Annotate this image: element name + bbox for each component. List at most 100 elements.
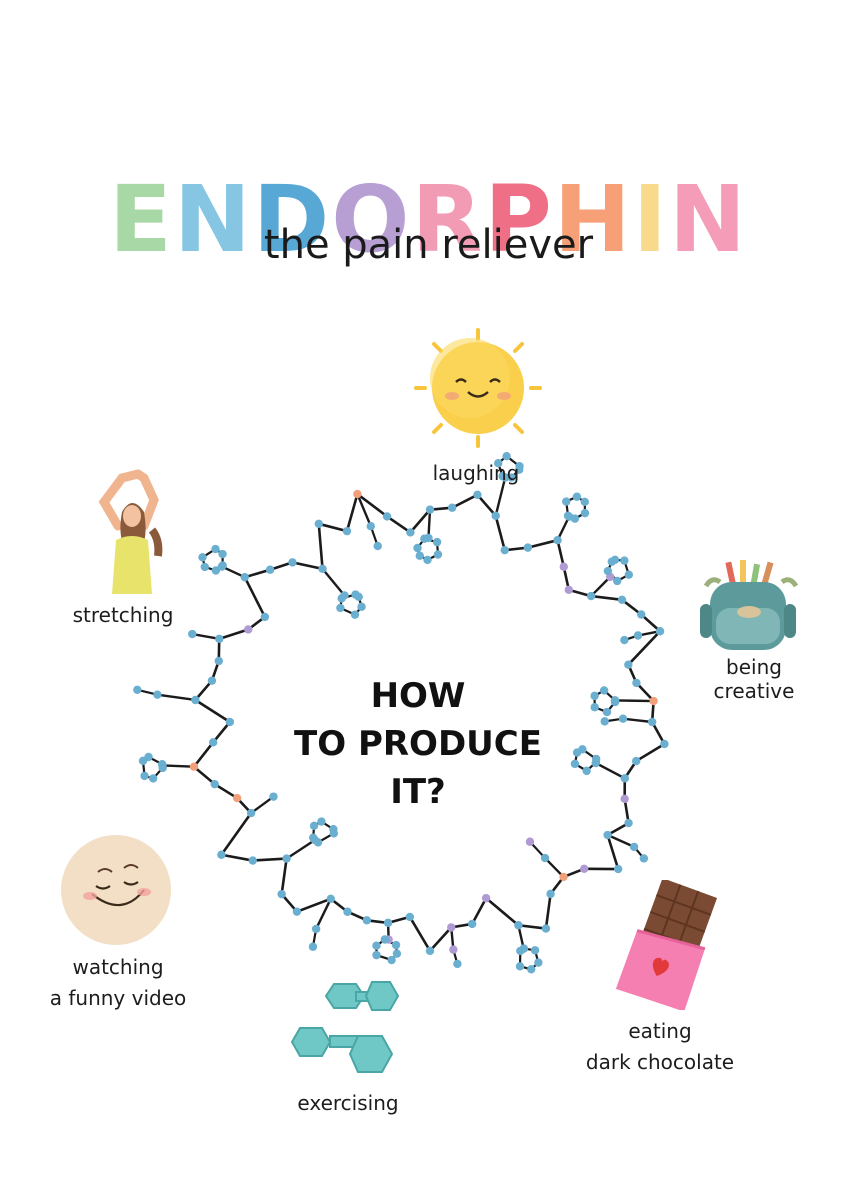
molecule-bond — [317, 523, 324, 569]
molecule-atom — [148, 774, 158, 783]
molecule-atom — [372, 941, 381, 950]
molecule-bond — [544, 857, 565, 878]
molecule-atom — [559, 562, 568, 571]
molecule-atom — [649, 696, 658, 706]
molecule-atom — [309, 821, 319, 830]
molecule-atom — [580, 497, 589, 507]
molecule-atom — [292, 907, 302, 916]
molecule-bond — [280, 858, 288, 895]
molecule-atom — [632, 678, 641, 688]
molecule-atom — [637, 610, 646, 619]
molecule-bond — [544, 893, 552, 929]
molecule-atom — [602, 707, 612, 717]
title-letter: H — [553, 165, 633, 273]
molecule-bond — [296, 897, 332, 913]
molecule-bond — [640, 613, 661, 633]
molecule-atom — [353, 489, 362, 499]
molecule-atom — [314, 519, 323, 529]
molecule-atom — [350, 610, 360, 619]
molecule-atom — [210, 779, 219, 789]
molecule-atom — [467, 919, 477, 929]
molecule-bond — [556, 539, 566, 568]
molecule-atom — [620, 635, 629, 645]
molecule-atom — [387, 955, 396, 965]
molecule-bond — [595, 761, 626, 780]
molecule-bond — [244, 568, 271, 579]
molecule-atom — [140, 771, 149, 781]
molecule-bond — [527, 538, 558, 549]
molecule-atom — [433, 550, 443, 559]
molecule-bond — [635, 742, 666, 763]
molecule-atom — [515, 962, 525, 971]
molecule-bond — [252, 857, 287, 862]
molecule-atom — [373, 541, 382, 551]
molecule-atom — [563, 511, 573, 520]
molecule-atom — [540, 853, 550, 863]
poster-title: ENDORPHIN — [0, 165, 857, 273]
molecule-atom — [453, 959, 462, 969]
molecule-atom — [570, 514, 580, 523]
molecule-atom — [415, 551, 424, 560]
center-question-line2: TO PRODUCE IT? — [294, 724, 542, 812]
molecule-atom — [211, 566, 221, 575]
molecule-atom — [494, 459, 503, 468]
molecule-atom — [591, 754, 601, 764]
molecule-atom — [362, 916, 372, 925]
molecule-atom — [629, 842, 639, 852]
molecule-atom — [420, 534, 429, 543]
molecule-atom — [579, 864, 589, 874]
molecule-atom — [318, 564, 327, 574]
molecule-atom — [639, 854, 649, 863]
molecule-atom — [260, 612, 270, 622]
molecule-atom — [586, 591, 596, 601]
title-letter: N — [173, 165, 253, 273]
molecule-atom — [559, 872, 568, 882]
molecule-atom — [383, 918, 393, 928]
molecule-atom — [211, 544, 220, 554]
molecule-atom — [620, 556, 629, 565]
molecule-atom — [617, 595, 627, 604]
molecule-atom — [603, 830, 612, 840]
molecule-atom — [500, 545, 509, 555]
molecule-bond — [356, 493, 388, 518]
molecule-bond — [221, 565, 246, 579]
molecule-atom — [564, 585, 573, 595]
molecule-atom — [491, 511, 500, 520]
molecule-atom — [498, 472, 507, 481]
molecule-atom — [600, 717, 609, 726]
molecule-atom — [282, 854, 291, 863]
molecule-atom — [570, 759, 580, 769]
molecule-atom — [523, 543, 533, 552]
title-letter: P — [484, 165, 554, 273]
molecule-atom — [208, 738, 218, 747]
molecule-atom — [382, 512, 392, 521]
center-question-line1: HOW — [370, 676, 466, 716]
molecule-atom — [336, 603, 345, 613]
molecule-bond — [622, 717, 653, 724]
molecule-atom — [144, 752, 153, 762]
molecule-bond — [408, 916, 432, 952]
molecule-atom — [189, 762, 199, 771]
molecule-bond — [627, 630, 662, 666]
molecule-bond — [194, 679, 213, 701]
molecule-atom — [188, 629, 197, 639]
molecule-atom — [534, 958, 543, 967]
molecule-atom — [562, 497, 571, 506]
molecule-atom — [603, 566, 613, 576]
title-letter: D — [252, 165, 332, 273]
molecule-bond — [494, 477, 507, 517]
molecule-atom — [572, 492, 582, 501]
molecule-atom — [311, 924, 321, 934]
molecule-atom — [613, 576, 622, 586]
molecule-atom — [525, 837, 535, 846]
molecule-bond — [356, 493, 372, 527]
molecule-atom — [618, 714, 628, 723]
molecule-atom — [423, 555, 432, 565]
molecule-atom — [620, 794, 629, 803]
molecule-bond — [285, 839, 316, 860]
molecule-atom — [248, 856, 257, 865]
molecule-atom — [246, 808, 256, 818]
label-laughing: laughing — [432, 461, 520, 485]
molecule-atom — [337, 594, 346, 603]
